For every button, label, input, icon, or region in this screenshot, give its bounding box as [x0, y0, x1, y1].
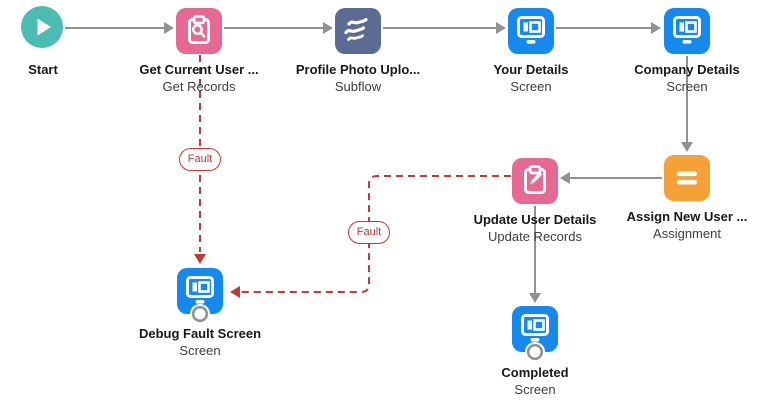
end-connector-circle[interactable]	[190, 304, 210, 324]
your-details-label: Your Details Screen	[494, 61, 569, 95]
node-title: Company Details	[634, 62, 740, 77]
profile-photo-upload-label: Profile Photo Uplo... Subflow	[296, 61, 420, 95]
node-type: Screen	[510, 79, 552, 94]
connector-assignment-to-update-records[interactable]	[560, 172, 662, 184]
flow-node-completed[interactable]	[512, 306, 558, 364]
node-title: Update User Details	[473, 212, 597, 227]
screen-icon	[177, 268, 223, 324]
flow-node-start[interactable]	[21, 6, 63, 48]
node-title: Debug Fault Screen	[138, 326, 262, 341]
flow-node-get-current-user[interactable]	[176, 8, 222, 54]
screen-icon	[508, 8, 554, 54]
node-title: Profile Photo Uplo...	[295, 62, 421, 77]
node-type: Assignment	[653, 226, 721, 241]
debug-fault-screen-label: Debug Fault Screen Screen	[139, 325, 261, 359]
screen-icon	[664, 8, 710, 54]
fault-connector-label: Fault	[179, 148, 221, 171]
update-user-details-label: Update User Details Update Records	[474, 211, 597, 245]
node-type: Screen	[514, 382, 556, 397]
connector-company-details-to-assignment[interactable]	[681, 56, 693, 152]
record-update-icon	[512, 158, 558, 204]
flow-node-your-details[interactable]	[508, 8, 554, 54]
node-title: Get Current User ...	[139, 62, 259, 77]
get-current-user-label: Get Current User ... Get Records	[139, 61, 258, 95]
node-type: Subflow	[334, 79, 382, 94]
flow-node-company-details[interactable]	[664, 8, 710, 54]
subflow-icon	[335, 8, 381, 54]
connector-subflow-to-your-details[interactable]	[383, 22, 506, 34]
connector-your-details-to-company-details[interactable]	[556, 22, 661, 34]
flow-node-profile-photo-upload[interactable]	[335, 8, 381, 54]
fault-connector-label: Fault	[348, 221, 390, 244]
node-type: Get Records	[162, 79, 236, 94]
screen-icon	[512, 306, 558, 362]
node-type: Screen	[666, 79, 708, 94]
node-type: Screen	[179, 343, 221, 358]
flow-node-update-user-details[interactable]	[512, 158, 558, 204]
record-lookup-icon	[176, 8, 222, 54]
connector-update-records-to-completed[interactable]	[529, 206, 541, 303]
connector-get-records-to-subflow[interactable]	[224, 22, 333, 34]
assignment-icon	[664, 155, 710, 201]
flow-node-debug-fault-screen[interactable]	[177, 268, 223, 326]
flow-node-assign-new-user[interactable]	[664, 155, 710, 201]
node-title: Completed	[501, 365, 569, 380]
node-title: Start	[28, 62, 58, 77]
node-title: Your Details	[493, 62, 569, 77]
connector-start-to-get-records[interactable]	[65, 22, 174, 34]
completed-label: Completed Screen	[501, 364, 568, 398]
end-connector-circle[interactable]	[525, 342, 545, 362]
node-title: Assign New User ...	[626, 209, 748, 224]
assign-new-user-label: Assign New User ... Assignment	[627, 208, 748, 242]
node-type: Update Records	[488, 229, 582, 244]
company-details-label: Company Details Screen	[634, 61, 739, 95]
play-icon	[21, 6, 63, 48]
start-label: Start	[28, 61, 58, 78]
